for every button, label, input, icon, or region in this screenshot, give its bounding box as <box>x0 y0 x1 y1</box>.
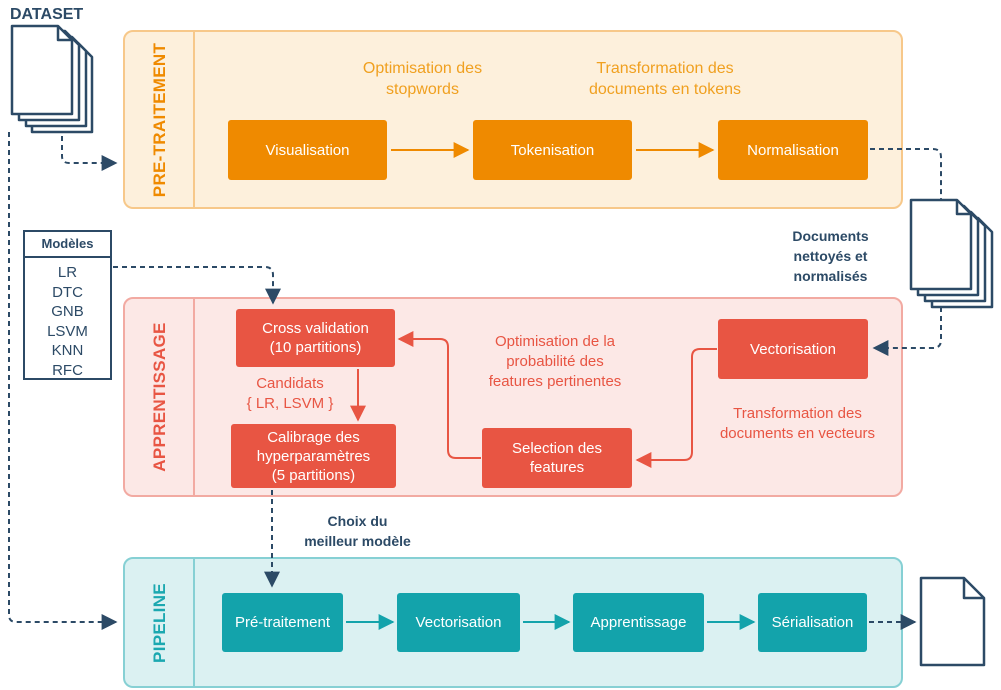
normalisation-box[interactable]: Normalisation <box>718 120 868 180</box>
dataset-label: DATASET <box>10 6 84 23</box>
pretraitement-band: PRE-TRAITEMENT <box>125 32 195 207</box>
documents-nettoyes-label: Documents nettoyés et normalisés <box>792 228 869 284</box>
apprentissage-label: APPRENTISSAGE <box>150 322 169 472</box>
pipeline-band: PIPELINE <box>125 559 195 686</box>
pipeline-serialisation-box[interactable]: Sérialisation <box>758 593 867 652</box>
note-stopwords: Optimisation des stopwords <box>362 60 483 98</box>
vectorisation-box[interactable]: Vectorisation <box>718 319 868 379</box>
model-item-rfc: RFC <box>52 361 83 379</box>
dataset-to-pretraitement-connector <box>61 136 118 171</box>
note-candidats: Candidats { LR, LSVM } <box>246 375 334 412</box>
pipeline-apprentissage-box[interactable]: Apprentissage <box>573 593 704 652</box>
model-item-dtc: DTC <box>52 283 83 301</box>
model-item-gnb: GNB <box>51 303 84 320</box>
note-tokens: Transformation des documents en tokens <box>588 60 742 98</box>
apprentissage-band: APPRENTISSAGE <box>125 299 195 495</box>
clean-documents-icon <box>909 198 994 309</box>
cross-validation-box[interactable]: Cross validation (10 partitions) <box>236 309 395 367</box>
model-item-lsvm: LSVM <box>47 322 88 340</box>
model-item-lr: LR <box>57 264 78 281</box>
models-box: Modèles LR DTC GNB LSVM KNN RFC <box>23 230 112 380</box>
models-title: Modèles <box>25 232 110 258</box>
calibrage-box[interactable]: Calibrage des hyperparamètres (5 partiti… <box>231 424 396 488</box>
note-vecteurs: Transformation des documents en vecteurs <box>719 405 876 442</box>
visualisation-box[interactable]: Visualisation <box>228 120 387 180</box>
choix-modele-label: Choix du meilleur modèle <box>304 513 411 549</box>
pipeline-vectorisation-box[interactable]: Vectorisation <box>397 593 520 652</box>
pipeline-label: PIPELINE <box>150 582 169 663</box>
fichier-pickle-label: Fichier Pickle <box>928 627 974 661</box>
dataset-documents-icon <box>10 24 94 134</box>
model-item-knn: KNN <box>51 342 84 359</box>
pretraitement-label: PRE-TRAITEMENT <box>150 42 169 197</box>
pipeline-pretraitement-box[interactable]: Pré-traitement <box>222 593 343 652</box>
note-optimisation: Optimisation de la probabilité des featu… <box>488 333 622 390</box>
selection-box[interactable]: Selection des features <box>482 428 632 488</box>
tokenisation-box[interactable]: Tokenisation <box>473 120 632 180</box>
